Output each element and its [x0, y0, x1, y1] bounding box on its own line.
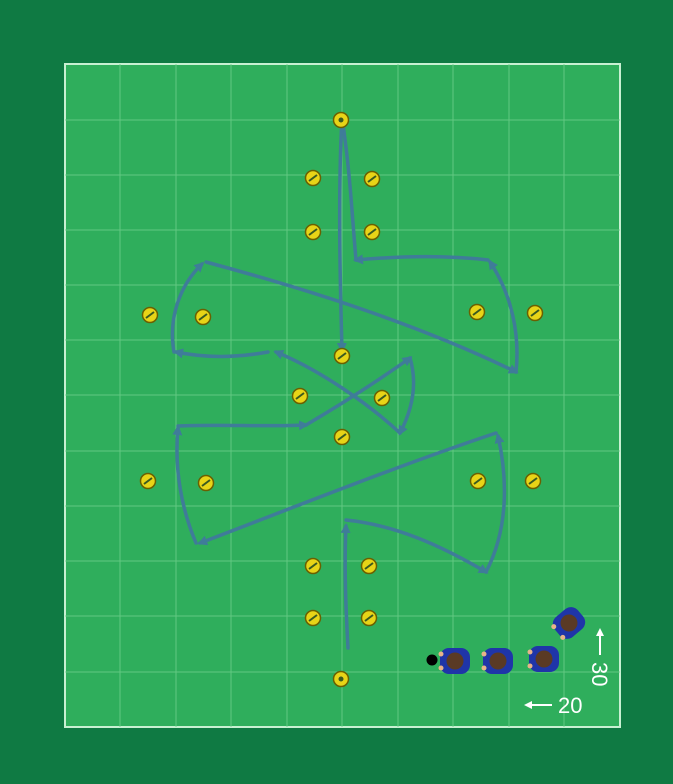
width-label: 20	[558, 693, 582, 718]
cone-icon	[471, 474, 486, 489]
cone-icon	[375, 391, 390, 406]
ball-icon	[427, 655, 438, 666]
cone-icon	[365, 172, 380, 187]
length-label: 30	[587, 662, 612, 686]
cone-icon	[306, 559, 321, 574]
player-icon	[439, 648, 471, 674]
cone-icon	[306, 171, 321, 186]
cone-icon	[334, 672, 349, 687]
cone-icon	[470, 305, 485, 320]
cone-icon	[141, 474, 156, 489]
cone-icon	[528, 306, 543, 321]
cone-icon	[365, 225, 380, 240]
run-arrow	[178, 425, 306, 426]
cone-icon	[362, 559, 377, 574]
cone-icon	[335, 430, 350, 445]
cone-icon	[526, 474, 541, 489]
player-icon	[528, 646, 560, 672]
cone-icon	[306, 225, 321, 240]
cone-icon	[306, 611, 321, 626]
cone-icon	[143, 308, 158, 323]
player-icon	[482, 648, 514, 674]
cone-icon	[334, 113, 349, 128]
cone-icon	[335, 349, 350, 364]
cone-icon	[199, 476, 214, 491]
cone-icon	[293, 389, 308, 404]
cone-icon	[196, 310, 211, 325]
cone-icon	[362, 611, 377, 626]
